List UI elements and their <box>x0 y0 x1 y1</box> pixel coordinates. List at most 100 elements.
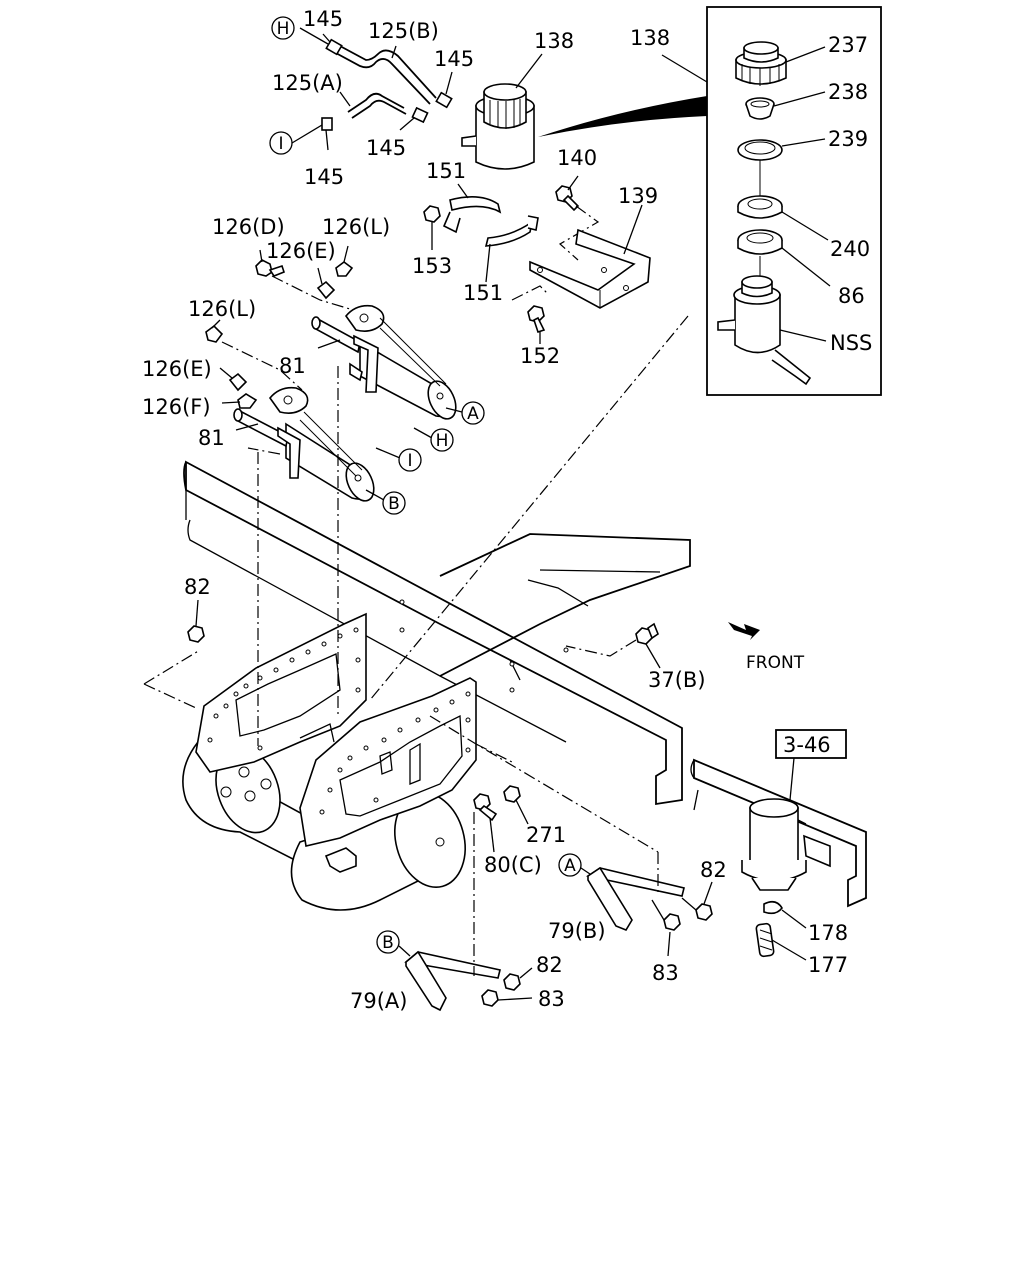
label-152: 152 <box>520 344 560 368</box>
pump-upper-81 <box>311 304 457 420</box>
label-82-c: 82 <box>536 953 563 977</box>
marker-b-bracket: B <box>376 930 400 954</box>
label-37b: 37(B) <box>648 668 706 692</box>
nut-153 <box>423 205 441 223</box>
label-177: 177 <box>808 953 848 977</box>
label-79a: 79(A) <box>350 989 407 1013</box>
label-145-a: 145 <box>303 7 343 31</box>
label-138-b: 138 <box>630 26 670 50</box>
reservoir-138 <box>461 53 543 170</box>
inset-reservoir-exploded <box>538 6 882 396</box>
clip-145-center <box>411 106 429 124</box>
clip-145-top <box>325 38 343 56</box>
front-arrow-icon <box>728 622 760 640</box>
inset-pointer <box>538 96 707 137</box>
seal-86 <box>737 229 783 255</box>
bracket-79a <box>404 950 501 1012</box>
marker-a-bracket: A <box>558 853 582 877</box>
svg-text:A: A <box>467 404 479 424</box>
marker-h-pump: H <box>430 428 454 452</box>
label-125a: 125(A) <box>272 71 343 95</box>
bracket-79b <box>585 866 685 931</box>
air-dryer <box>741 798 807 891</box>
label-238: 238 <box>828 80 868 104</box>
nut-82-right <box>695 903 713 921</box>
hoses-group <box>291 27 453 151</box>
svg-text:B: B <box>382 933 394 953</box>
fitting-126e-left <box>228 372 248 392</box>
bolt-37b <box>635 622 659 645</box>
svg-text:I: I <box>278 134 283 154</box>
label-3-46: 3-46 <box>783 733 831 757</box>
fitting-126e-top <box>316 280 336 300</box>
label-125b: 125(B) <box>368 19 439 43</box>
marker-b-pump: B <box>382 491 406 515</box>
label-145-d: 145 <box>304 165 344 189</box>
label-151-b: 151 <box>463 281 503 305</box>
label-237: 237 <box>828 33 868 57</box>
inset-frame <box>706 6 882 396</box>
label-126d: 126(D) <box>212 215 285 239</box>
leader-138b <box>661 54 708 83</box>
label-80c: 80(C) <box>484 853 542 877</box>
svg-text:B: B <box>388 494 400 514</box>
fitting-126l-left <box>205 324 224 343</box>
label-240: 240 <box>830 237 870 261</box>
label-139: 139 <box>618 184 658 208</box>
label-83-a: 83 <box>652 961 679 985</box>
bolt-152 <box>527 305 546 334</box>
clip-145-right <box>435 91 453 109</box>
seal-240 <box>737 195 783 219</box>
strainer-238 <box>745 97 775 120</box>
label-140: 140 <box>557 146 597 170</box>
label-82-b: 82 <box>700 858 727 882</box>
label-178: 178 <box>808 921 848 945</box>
fitting-126f <box>237 393 258 409</box>
label-271: 271 <box>526 823 566 847</box>
bracket-group <box>369 175 689 701</box>
label-126l-a: 126(L) <box>322 215 390 239</box>
bolt-140 <box>555 185 580 212</box>
nut-82-bottom <box>503 973 521 991</box>
label-81-a: 81 <box>279 354 306 378</box>
label-153: 153 <box>412 254 452 278</box>
ref-box-346 <box>775 729 847 759</box>
nut-83-bottom <box>481 989 499 1007</box>
label-126l-b: 126(L) <box>188 297 256 321</box>
svg-text:H: H <box>277 19 290 39</box>
label-138-a: 138 <box>534 29 574 53</box>
nut-83-right <box>663 913 681 931</box>
reservoir-body-nss <box>717 275 812 386</box>
svg-text:H: H <box>436 431 449 451</box>
svg-text:A: A <box>564 856 576 876</box>
label-86: 86 <box>838 284 865 308</box>
marker-i-pump: I <box>398 448 422 472</box>
fitting-126l-top <box>335 261 354 277</box>
clip-145-left <box>321 117 333 131</box>
svg-text:I: I <box>407 451 412 471</box>
label-151-a: 151 <box>426 159 466 183</box>
nut-271 <box>503 785 521 803</box>
bracket-139 <box>529 228 651 309</box>
crossmember-tanks <box>182 612 477 911</box>
label-126e-b: 126(E) <box>142 357 212 381</box>
label-81-b: 81 <box>198 426 225 450</box>
hose-177 <box>755 922 775 958</box>
marker-a-pump: A <box>461 401 485 425</box>
label-front: FRONT <box>746 653 805 673</box>
bolt-80c <box>473 793 498 822</box>
label-145-c: 145 <box>366 136 406 160</box>
pump-lower-81 <box>233 386 375 502</box>
label-nss: NSS <box>830 331 872 355</box>
rail-right <box>690 758 867 908</box>
label-83-b: 83 <box>538 987 565 1011</box>
label-79b: 79(B) <box>548 919 606 943</box>
clamp-151-lower <box>484 220 534 247</box>
ring-239 <box>737 139 783 161</box>
clamp-178 <box>763 900 783 915</box>
clamp-151-upper <box>449 196 502 214</box>
label-145-b: 145 <box>434 47 474 71</box>
label-82-a: 82 <box>184 575 211 599</box>
cap-237 <box>735 41 787 86</box>
